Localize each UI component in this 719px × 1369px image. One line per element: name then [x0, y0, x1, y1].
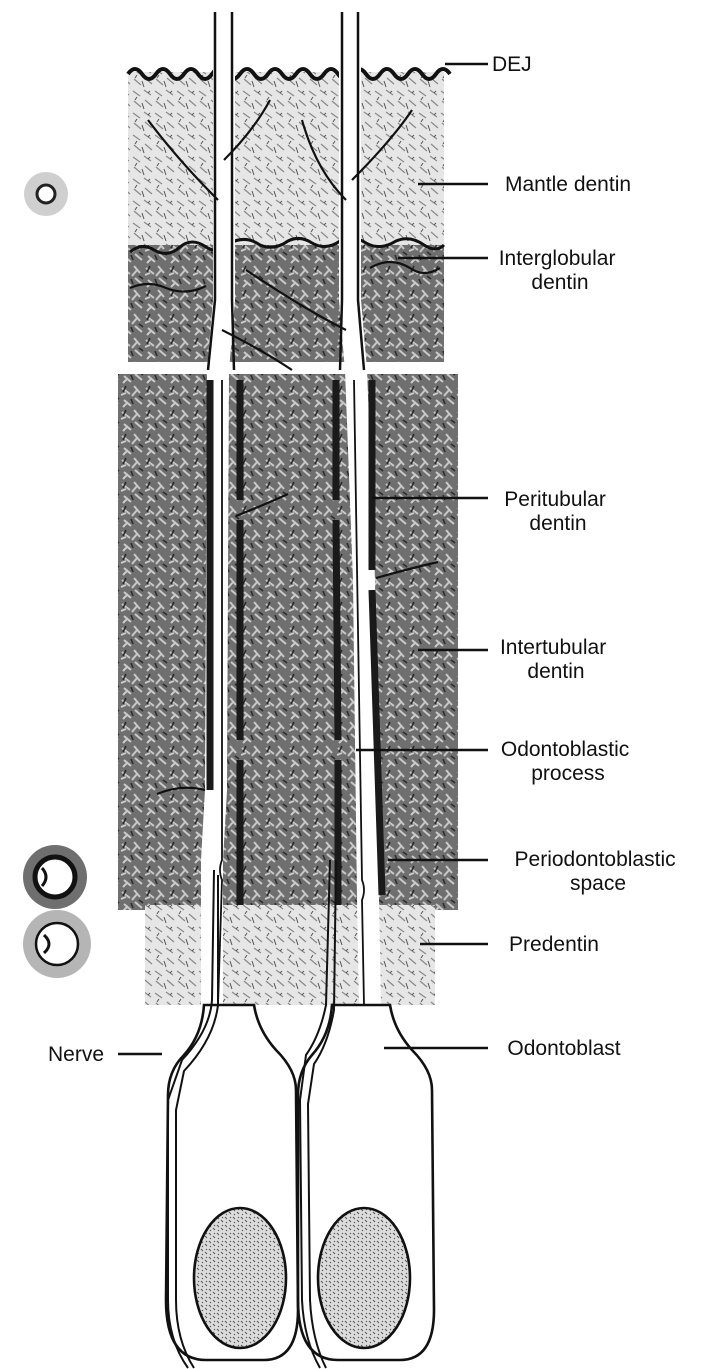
predentin-region — [145, 905, 435, 1005]
label-interglobular-dentin-line-2: dentin — [531, 271, 588, 294]
cross-section-mantle-icon — [24, 172, 68, 216]
label-odontoblastic-process: Odontoblastic process — [501, 738, 635, 785]
intertubular-dentin-region — [118, 372, 458, 910]
nucleus-1 — [194, 1208, 286, 1348]
label-dej: DEJ — [492, 53, 532, 76]
label-intertubular-dentin-line-2: dentin — [527, 660, 584, 683]
mantle-dentin-region — [128, 72, 444, 252]
label-periodontoblastic-space-line-2: space — [570, 872, 626, 895]
label-odontoblast: Odontoblast — [507, 1037, 620, 1060]
nucleus-2 — [318, 1208, 410, 1348]
peritubular-dentin-left-2 — [336, 380, 338, 905]
cross-section-predentin-icon — [23, 910, 91, 978]
label-peritubular-dentin-line-2: dentin — [529, 512, 586, 535]
label-peritubular-dentin: Peritubular dentin — [504, 488, 611, 535]
label-nerve: Nerve — [48, 1043, 104, 1066]
label-mantle-dentin: Mantle dentin — [505, 173, 631, 196]
label-interglobular-dentin: Interglobular dentin — [499, 247, 622, 294]
dentin-layers — [110, 72, 470, 1005]
label-intertubular-dentin-line-1: Intertubular — [500, 636, 606, 659]
label-intertubular-dentin: Intertubular dentin — [500, 636, 612, 683]
label-periodontoblastic-space: Periodontoblastic space — [515, 848, 682, 895]
label-odontoblast-line-1: Odontoblast — [507, 1037, 620, 1060]
label-predentin: Predentin — [509, 933, 599, 956]
label-odontoblastic-process-line-2: process — [531, 762, 605, 785]
label-nerve-line-1: Nerve — [48, 1043, 104, 1066]
label-interglobular-dentin-line-1: Interglobular — [499, 247, 616, 270]
label-peritubular-dentin-line-1: Peritubular — [504, 488, 606, 511]
cross-section-peritubular-icon — [23, 845, 87, 909]
label-predentin-line-1: Predentin — [509, 933, 599, 956]
label-mantle-dentin-line-1: Mantle dentin — [505, 173, 631, 196]
label-periodontoblastic-space-line-1: Periodontoblastic — [515, 848, 676, 871]
label-odontoblastic-process-line-1: Odontoblastic — [501, 738, 629, 761]
